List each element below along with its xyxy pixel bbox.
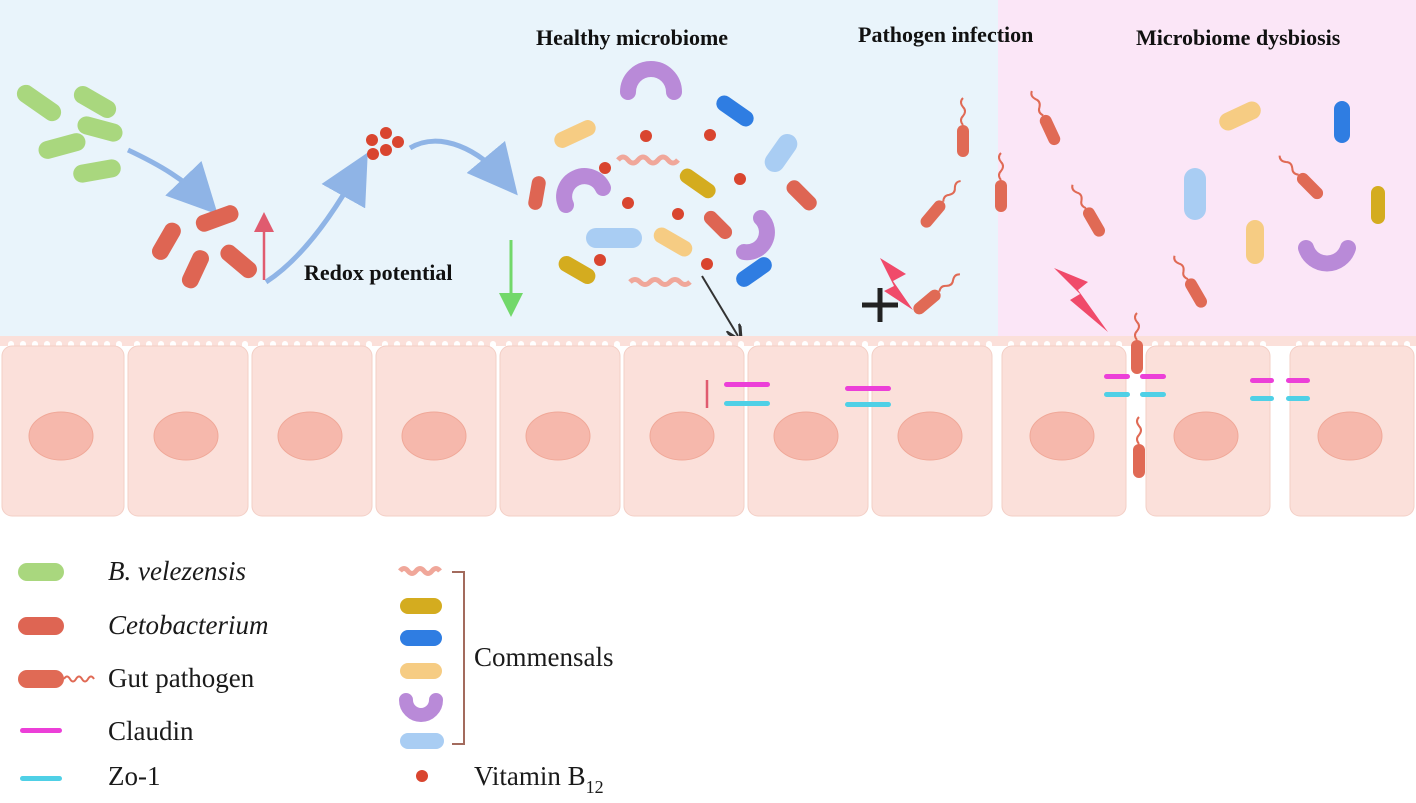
tight-junctions	[705, 374, 1310, 408]
legend-cetobacterium-label: Cetobacterium	[108, 610, 268, 640]
healthy-microbiome-heading: Healthy microbiome	[536, 25, 728, 50]
cell-nucleus	[1317, 411, 1383, 461]
intestinal-epithelium	[0, 336, 1416, 517]
epithelial-cell	[623, 345, 745, 517]
legend-gut-pathogen-label: Gut pathogen	[108, 663, 255, 693]
legend-commensal-purple-swatch	[399, 693, 443, 722]
pathogen-infection-heading: Pathogen infection	[858, 22, 1033, 47]
legend-commensal-blue-swatch	[400, 630, 442, 646]
epithelial-cell	[1001, 345, 1127, 517]
epithelial-cell	[747, 345, 869, 517]
block-cross-icon	[862, 288, 898, 322]
cell-nucleus	[649, 411, 715, 461]
cell-nucleus	[28, 411, 94, 461]
cell-nucleus	[773, 411, 839, 461]
healthy-microbiome-community	[528, 61, 817, 287]
arrow-to-vitamin	[264, 152, 368, 285]
legend-b-velezensis-swatch	[18, 563, 64, 581]
epithelial-cell	[1289, 345, 1415, 517]
pathogen-infection-group	[862, 97, 1007, 322]
microbiome-dysbiosis-heading: Microbiome dysbiosis	[1136, 25, 1341, 50]
commensals-bracket	[452, 571, 465, 745]
legend-gut-pathogen-swatch	[18, 670, 95, 688]
legend-commensal-filament-swatch	[398, 566, 442, 576]
microbiome-to-epithelium-arrow	[701, 275, 738, 336]
cell-nucleus	[525, 411, 591, 461]
legend: B. velezensis Cetobacterium Gut pathogen…	[18, 556, 614, 797]
translocating-pathogens	[1131, 312, 1145, 478]
legend-b-velezensis-label: B. velezensis	[108, 556, 246, 586]
legend-zo1-label: Zo-1	[108, 761, 160, 791]
legend-vitamin-b12-swatch	[416, 770, 428, 782]
epithelial-cell	[1, 345, 125, 517]
vitamin-b12-main: Vitamin B	[474, 761, 586, 791]
dysbiosis-background	[998, 0, 1416, 345]
legend-vitamin-b12-label: Vitamin B12	[474, 761, 604, 797]
cetobacterium-cluster	[152, 205, 257, 289]
legend-commensal-lightblue-swatch	[400, 733, 444, 749]
cell-nucleus	[1173, 411, 1239, 461]
legend-claudin-swatch	[20, 728, 62, 733]
arrow-to-cetobacterium	[126, 147, 218, 215]
vitamin-b12-cluster	[366, 127, 404, 160]
dysbiosis-lightning-icon	[1054, 268, 1108, 332]
b-velezensis-cluster	[16, 84, 123, 183]
epithelial-cell	[871, 345, 993, 517]
lightning-icon	[880, 258, 913, 310]
epithelial-cell	[127, 345, 249, 517]
cell-nucleus	[1029, 411, 1095, 461]
dysbiosis-community	[1030, 90, 1385, 332]
epithelial-cell	[1145, 345, 1271, 517]
vitamin-b12-subscript: 12	[586, 777, 604, 797]
epithelial-cell	[251, 345, 373, 517]
legend-commensal-gold-swatch	[400, 598, 442, 614]
epithelial-cell	[375, 345, 497, 517]
redox-potential-label: Redox potential	[304, 260, 453, 285]
legend-zo1-swatch	[20, 776, 62, 781]
legend-commensals-label: Commensals	[474, 642, 614, 672]
cell-nucleus	[401, 411, 467, 461]
cell-nucleus	[153, 411, 219, 461]
cell-nucleus	[897, 411, 963, 461]
legend-commensal-yellow-swatch	[400, 663, 442, 679]
legend-claudin-label: Claudin	[108, 716, 194, 746]
arrow-to-microbiome	[408, 138, 518, 196]
legend-cetobacterium-swatch	[18, 617, 64, 635]
epithelial-cell	[499, 345, 621, 517]
cell-nucleus	[277, 411, 343, 461]
